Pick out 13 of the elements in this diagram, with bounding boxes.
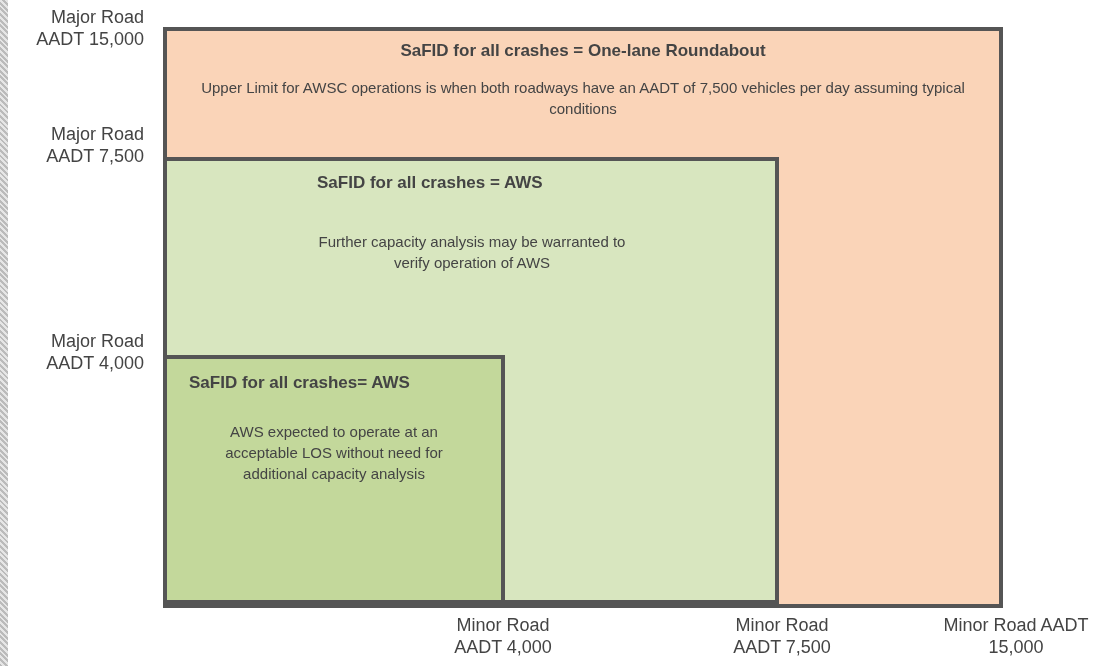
axis-label: Major Road AADT 7,500 — [45, 123, 144, 167]
axis-label: Minor Road AADT 7,500 — [732, 614, 832, 658]
region-description: Upper Limit for AWSC operations is when both roadways have an AADT of 7,500 vehicles per day assuming typical conditions — [200, 78, 966, 119]
axis-label: Major Road AADT 15,000 — [35, 6, 144, 50]
axis-label: Minor Road AADT 15,000 — [942, 614, 1090, 658]
axis-label: Major Road AADT 4,000 — [45, 330, 144, 374]
region-description: AWS expected to operate at an acceptable LOS without need for additional capacity analysis — [224, 422, 444, 484]
region-heading: SaFID for all crashes = One-lane Roundabout — [399, 41, 767, 61]
region-heading: SaFID for all crashes = AWS — [317, 173, 543, 193]
axis-label: Minor Road AADT 4,000 — [453, 614, 553, 658]
region-description: Further capacity analysis may be warranted to verify operation of AWS — [317, 232, 627, 273]
region-heading: SaFID for all crashes= AWS — [189, 373, 410, 393]
roundabout-region — [163, 27, 1003, 608]
